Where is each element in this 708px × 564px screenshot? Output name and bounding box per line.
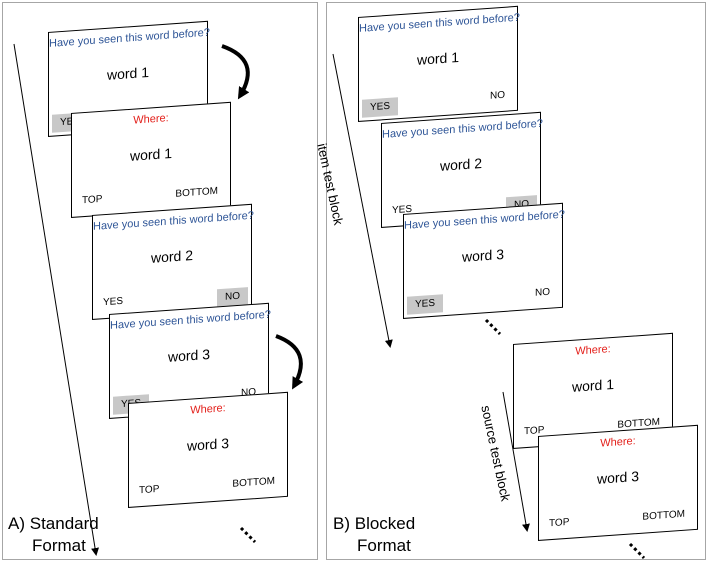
- yes-option-selected: YES: [362, 97, 399, 118]
- card-question: Have you seen this word before?: [93, 209, 254, 233]
- source-block-arrow: [502, 391, 530, 532]
- card-a3-item-test: Have you seen this word before? word 2 Y…: [92, 203, 254, 320]
- card-word: word 1: [106, 63, 150, 83]
- panel-b-letter: B): [333, 514, 350, 533]
- no-option: NO: [535, 286, 550, 299]
- bottom-option: BOTTOM: [642, 508, 685, 523]
- card-word: word 3: [461, 245, 505, 265]
- card-word: word 3: [167, 345, 211, 365]
- top-option: TOP: [549, 516, 570, 530]
- panel-b-title-line2: Format: [357, 536, 411, 555]
- item-block-arrow: [332, 53, 393, 348]
- top-option: TOP: [82, 193, 103, 207]
- panel-b-label: B) Blocked Format: [333, 513, 415, 557]
- no-option: NO: [490, 89, 505, 102]
- panel-a-label: A) Standard Format: [8, 513, 99, 557]
- curved-arrow-1: [221, 44, 250, 100]
- continuation-dots-a: [239, 526, 257, 544]
- card-word: word 1: [416, 48, 460, 68]
- panel-b-title-line1: Blocked: [354, 514, 416, 533]
- continuation-dots-b-item: [484, 318, 502, 336]
- panel-a-title-line1: Standard: [29, 514, 99, 533]
- card-question: Have you seen this word before?: [404, 208, 565, 232]
- card-word: word 3: [186, 434, 230, 454]
- card-word: word 3: [596, 467, 640, 487]
- card-question: Where:: [600, 435, 636, 450]
- timeline-arrow-a: [13, 43, 99, 556]
- panel-a-title-line2: Format: [32, 536, 86, 555]
- card-question: Have you seen this word before?: [49, 26, 210, 50]
- yes-option-selected: YES: [407, 294, 444, 315]
- top-option: TOP: [139, 483, 160, 497]
- curved-arrow-2: [275, 334, 304, 390]
- card-question: Have you seen this word before?: [382, 117, 543, 141]
- card-b1-item-test: Have you seen this word before? word 1 Y…: [358, 5, 520, 123]
- card-b5-source-test: Where: word 3 TOP BOTTOM: [538, 424, 698, 541]
- card-a5-source-test: Where: word 3 TOP BOTTOM: [128, 391, 288, 508]
- card-question: Where:: [190, 402, 226, 417]
- bottom-option: BOTTOM: [232, 475, 275, 490]
- panel-a-letter: A): [8, 514, 25, 533]
- card-word: word 2: [439, 154, 483, 174]
- continuation-dots-b-source: [628, 542, 646, 560]
- card-word: word 1: [129, 144, 173, 164]
- bottom-option: BOTTOM: [175, 185, 218, 200]
- card-question: Have you seen this word before?: [359, 11, 520, 35]
- card-b3-item-test: Have you seen this word before? word 3 Y…: [403, 202, 565, 319]
- card-question: Have you seen this word before?: [110, 308, 271, 332]
- card-word: word 1: [571, 375, 615, 395]
- card-question: Where:: [575, 343, 611, 358]
- card-a2-source-test: Where: word 1 TOP BOTTOM: [71, 101, 231, 218]
- card-word: word 2: [150, 246, 194, 266]
- card-question: Where:: [133, 112, 169, 127]
- yes-option: YES: [103, 295, 124, 309]
